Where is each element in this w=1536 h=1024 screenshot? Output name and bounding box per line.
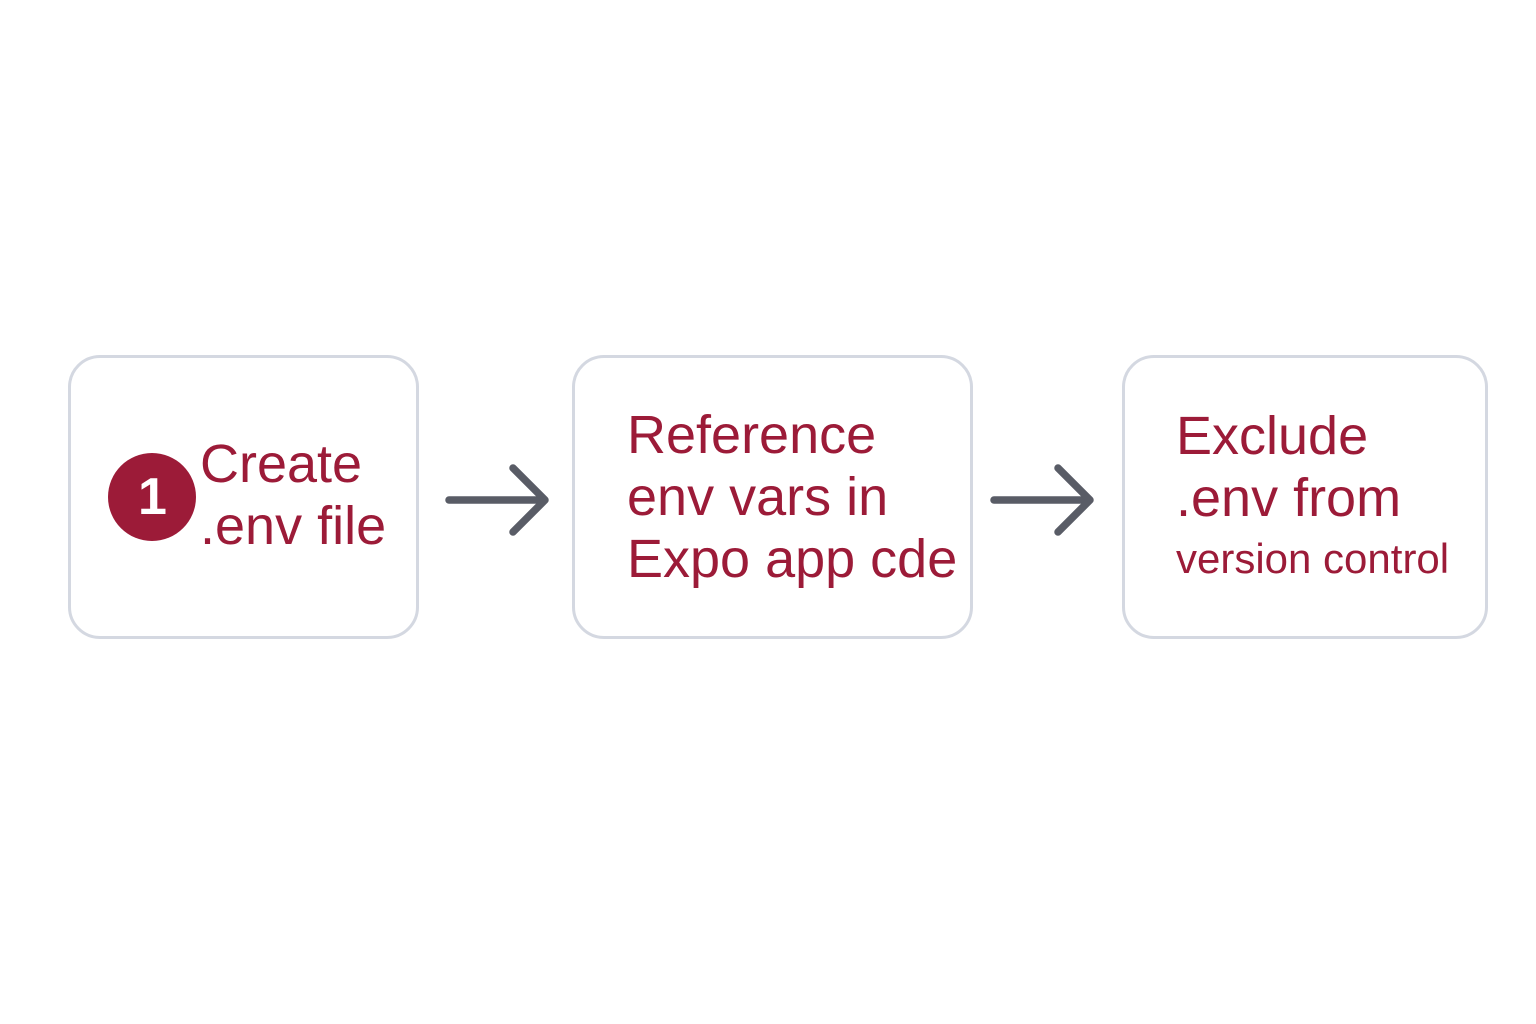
- flow-step-1-line-2: .env file: [200, 496, 387, 556]
- flow-step-2-label: Reference env vars in Expo app cde: [575, 404, 970, 590]
- flow-step-2-line-1: Reference: [627, 405, 877, 465]
- flow-step-3: Exclude .env from version control: [1122, 355, 1488, 639]
- step-number-badge-1: 1: [108, 453, 196, 541]
- arrow-step2-to-step3-icon: [990, 464, 1094, 536]
- flow-step-3-line-2: .env from: [1176, 468, 1402, 528]
- flow-step-1-line-1: Create: [200, 434, 363, 494]
- flow-step-3-line-1: Exclude: [1176, 406, 1369, 466]
- flow-step-2-line-3: Expo app cde: [627, 529, 958, 589]
- arrow-step1-to-step2-icon: [445, 464, 549, 536]
- flow-step-1: 1 Create .env file: [68, 355, 419, 639]
- flow-step-1-label: Create .env file: [200, 433, 386, 557]
- flow-step-3-label: Exclude .env from version control: [1125, 405, 1485, 589]
- flow-step-2: Reference env vars in Expo app cde: [572, 355, 973, 639]
- flow-step-3-line-3: version control: [1176, 535, 1450, 582]
- flow-step-2-line-2: env vars in: [627, 467, 889, 527]
- flow-step-1-content: 1 Create .env file: [71, 434, 416, 557]
